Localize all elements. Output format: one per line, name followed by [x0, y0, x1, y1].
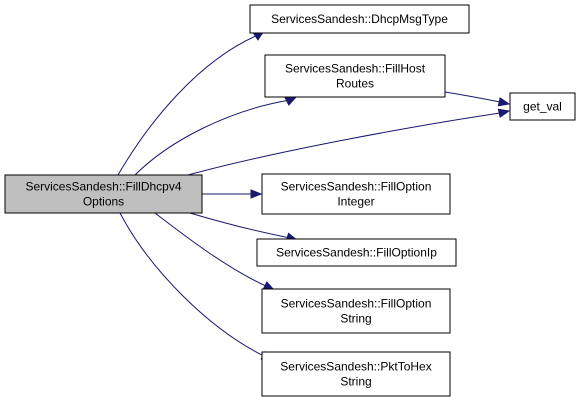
edge-line: [119, 212, 267, 358]
node-box: [256, 238, 457, 267]
node-label-line: ServicesSandesh::FillOption: [281, 180, 432, 194]
arrowhead-icon: [497, 97, 511, 107]
edge-root-to-getval: [187, 108, 511, 176]
edge-line: [189, 212, 291, 239]
node-label-line: ServicesSandesh::FillOptionIp: [276, 246, 437, 260]
node-label-line: ServicesSandesh::FillDhcpv4: [25, 180, 181, 194]
node-box: [509, 92, 576, 121]
node-dhcpmsgtype[interactable]: ServicesSandesh::DhcpMsgType: [249, 4, 470, 34]
arrowhead-icon: [284, 96, 298, 106]
edge-line: [187, 112, 501, 176]
node-box: [264, 54, 446, 98]
node-box: [4, 174, 203, 214]
arrowhead-icon: [497, 108, 511, 118]
node-label-line: ServicesSandesh::PktToHex: [280, 360, 431, 374]
node-box: [261, 173, 451, 215]
node-box: [261, 351, 451, 397]
edge-root-to-filloptionstring: [154, 212, 276, 291]
node-label-line: String: [340, 375, 371, 389]
edge-root-to-filloptioninteger: [202, 189, 263, 199]
node-getval[interactable]: get_val: [509, 92, 576, 121]
node-label-line: Integer: [337, 195, 374, 209]
node-label-line: ServicesSandesh::FillHost: [285, 62, 426, 76]
node-label-line: Options: [83, 195, 124, 209]
graph-edges: [117, 30, 511, 361]
edge-fillhostroutes-to-getval: [444, 91, 511, 107]
node-label-line: ServicesSandesh::DhcpMsgType: [271, 12, 448, 26]
edge-root-to-fillhostroutes: [134, 96, 298, 176]
node-label-line: get_val: [523, 100, 562, 114]
graph-nodes: ServicesSandesh::FillDhcpv4OptionsServic…: [4, 4, 576, 397]
node-label-line: String: [340, 312, 371, 326]
node-filloptionip[interactable]: ServicesSandesh::FillOptionIp: [256, 238, 457, 267]
node-box: [261, 288, 451, 334]
arrowhead-icon: [250, 189, 263, 199]
node-label-line: Routes: [336, 77, 374, 91]
edge-root-to-filloptionip: [189, 212, 299, 242]
edge-line: [117, 34, 259, 176]
edge-line: [154, 212, 269, 288]
edge-root-to-dhcpmsgtype: [117, 30, 266, 176]
edge-line: [134, 99, 291, 176]
node-box: [249, 4, 470, 34]
node-label-line: ServicesSandesh::FillOption: [281, 297, 432, 311]
edge-line: [444, 91, 501, 103]
edge-root-to-pkttohexstring: [119, 212, 274, 361]
